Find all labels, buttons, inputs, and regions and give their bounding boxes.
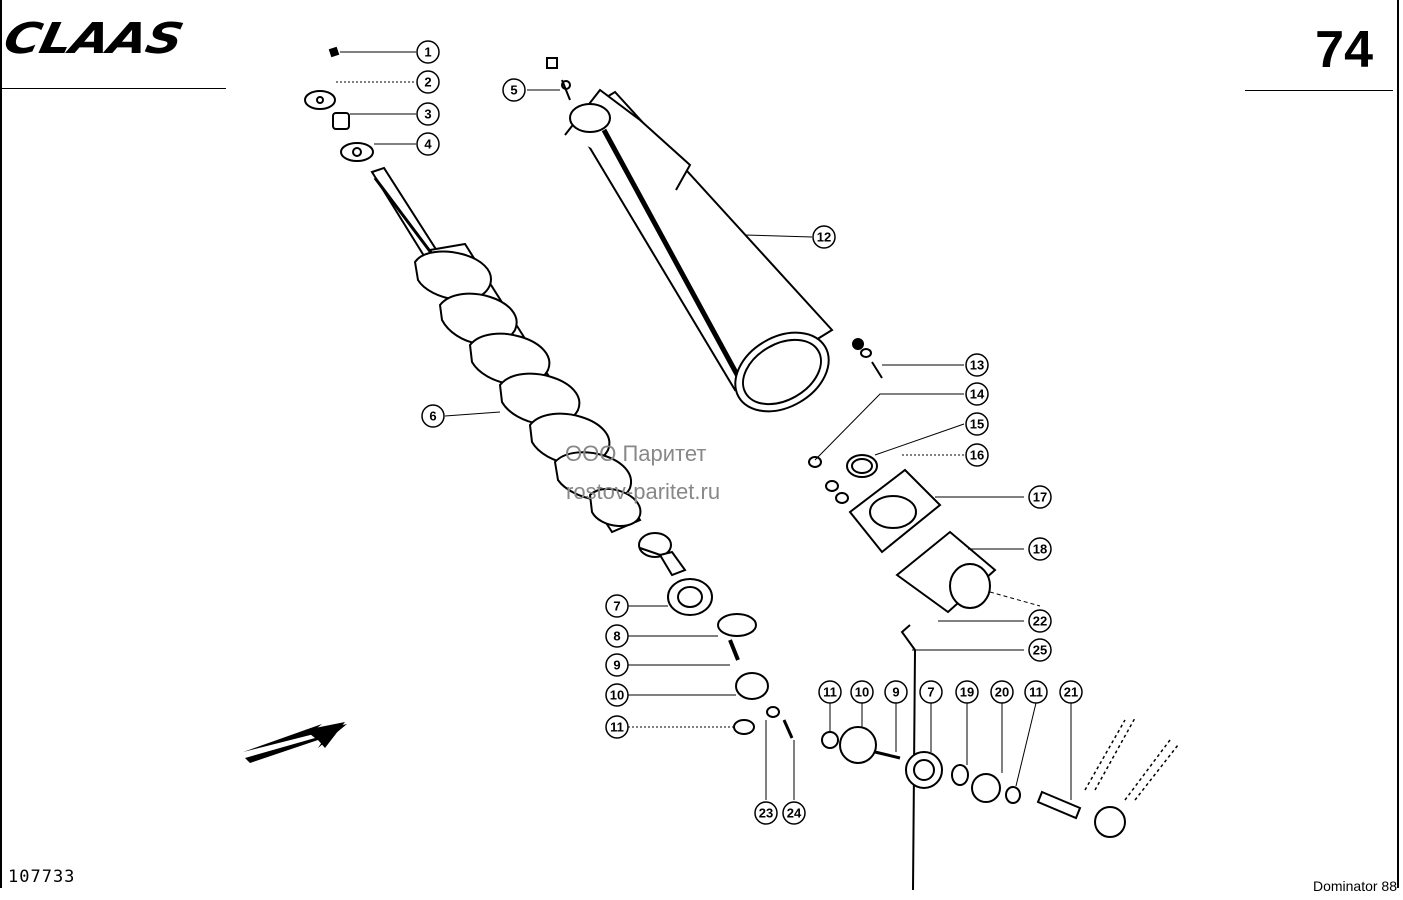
callout-circle-9	[605, 653, 629, 677]
callout-label-4: 4	[424, 137, 432, 152]
header-rule-left	[0, 88, 226, 89]
gearbox-drawing	[808, 454, 997, 891]
top-parts	[304, 46, 374, 162]
callout-circle-3	[416, 102, 440, 126]
callout-label-16: 16	[970, 448, 984, 463]
callout-label-3: 3	[424, 107, 431, 122]
callout-label-11: 11	[610, 720, 624, 735]
callout-label-10: 10	[610, 688, 624, 703]
callout-label-9: 9	[892, 685, 899, 700]
callout-circle-15	[965, 412, 989, 436]
callout-label-13: 13	[970, 358, 984, 373]
callout-label-22: 22	[1033, 614, 1047, 629]
callout-circle-14	[965, 382, 989, 406]
header-rule-right	[1245, 90, 1393, 91]
callout-circle-1	[416, 40, 440, 64]
callout-circle-12	[812, 225, 836, 249]
callout-label-18: 18	[1033, 542, 1047, 557]
leader-lines	[336, 51, 1072, 800]
callout-label-6: 6	[429, 409, 436, 424]
callout-label-20: 20	[995, 685, 1009, 700]
callout-circle-10	[850, 680, 874, 704]
callout-label-7: 7	[927, 685, 934, 700]
callout-circle-6	[421, 404, 445, 428]
callout-label-24: 24	[787, 806, 802, 821]
auger-tube-drawing	[546, 57, 883, 413]
callout-circle-24	[782, 801, 806, 825]
callout-circle-18	[1028, 537, 1052, 561]
callout-label-10: 10	[855, 685, 869, 700]
callout-circle-20	[990, 680, 1014, 704]
callout-label-21: 21	[1064, 685, 1078, 700]
callout-label-5: 5	[510, 83, 517, 98]
callout-circle-4	[416, 132, 440, 156]
callout-circle-21	[1059, 680, 1083, 704]
callout-circle-13	[965, 353, 989, 377]
callout-circle-22	[1028, 609, 1052, 633]
callout-label-7: 7	[613, 599, 620, 614]
bearing-parts-left	[667, 578, 794, 739]
callout-circle-19	[955, 680, 979, 704]
callout-circle-7	[919, 680, 943, 704]
page-number: 74	[1315, 21, 1373, 79]
callout-label-1: 1	[424, 45, 431, 60]
callout-label-2: 2	[424, 75, 431, 90]
bearing-parts-right	[821, 717, 1179, 838]
callout-circle-11	[818, 680, 842, 704]
callout-circle-11	[605, 715, 629, 739]
callout-label-17: 17	[1033, 490, 1047, 505]
callout-label-23: 23	[759, 806, 773, 821]
callout-label-14: 14	[970, 387, 985, 402]
callout-label-11: 11	[1029, 685, 1043, 700]
callout-label-25: 25	[1033, 643, 1047, 658]
drawing-number: 107733	[8, 867, 76, 887]
watermark-company: ООО Паритет	[565, 441, 706, 466]
watermark-site: rostov-paritet.ru	[566, 479, 720, 504]
callout-label-12: 12	[817, 230, 831, 245]
callout-label-11: 11	[823, 685, 837, 700]
callout-label-8: 8	[613, 629, 620, 644]
callout-circle-23	[754, 801, 778, 825]
callout-circle-25	[1028, 638, 1052, 662]
callout-circle-5	[502, 78, 526, 102]
callout-label-9: 9	[613, 658, 620, 673]
callout-circle-11	[1024, 680, 1048, 704]
callout-circle-17	[1028, 485, 1052, 509]
callout-circle-8	[605, 624, 629, 648]
model-name: Dominator 88	[1312, 878, 1397, 894]
callout-circle-9	[884, 680, 908, 704]
auger-drawing	[370, 166, 687, 577]
callout-label-15: 15	[970, 417, 984, 432]
callout-label-19: 19	[960, 685, 974, 700]
callout-circle-10	[605, 683, 629, 707]
callout-circle-2	[416, 70, 440, 94]
callout-circle-16	[965, 443, 989, 467]
callout-circle-7	[605, 594, 629, 618]
